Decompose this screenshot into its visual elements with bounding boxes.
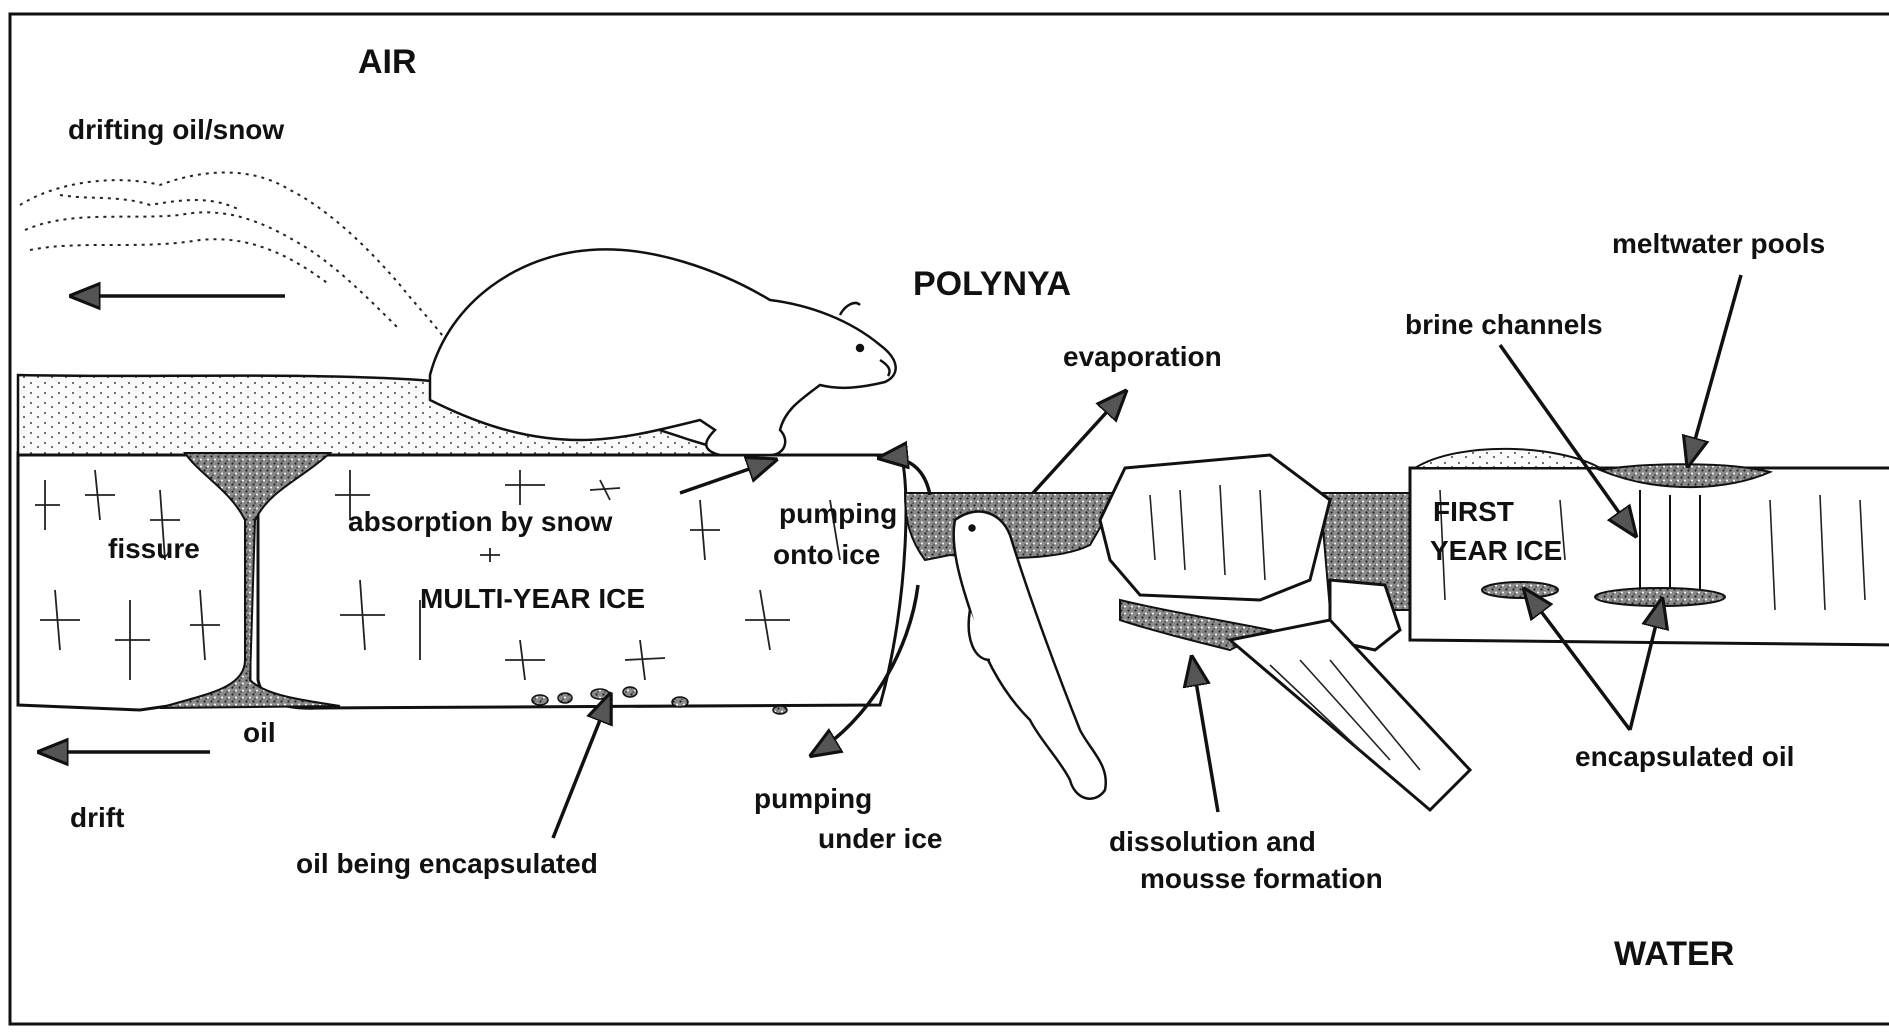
label-dissolution-2: mousse formation [1140,863,1383,894]
label-brine-channels: brine channels [1405,309,1603,340]
label-oil: oil [243,717,276,748]
label-polynya: POLYNYA [913,265,1071,303]
label-water: WATER [1614,935,1734,973]
label-pumping-under-1: pumping [754,783,872,814]
label-pumping-under-2: under ice [818,823,942,854]
label-absorption-by-snow: absorption by snow [348,506,613,537]
label-fissure: fissure [108,533,200,564]
oil-encapsulated-arrow [553,695,610,838]
label-drift: drift [70,802,124,833]
label-evaporation: evaporation [1063,341,1222,372]
drifting-oil-snow-cloud [20,173,445,341]
label-first-year-1: FIRST [1433,496,1514,527]
dissolution-arrow [1192,658,1218,812]
label-first-year-2: YEAR ICE [1430,535,1562,566]
label-pumping-onto-2: onto ice [773,539,880,570]
encapsulated-oil-pocket-1 [1482,582,1558,598]
evaporation-arrow [1033,392,1125,493]
label-oil-being-encapsulated: oil being encapsulated [296,848,598,879]
label-meltwater-pools: meltwater pools [1612,228,1825,259]
first-year-snow [1415,449,1600,468]
label-air: AIR [358,43,417,81]
label-drifting-oil-snow: drifting oil/snow [68,114,284,145]
multi-year-ice-left [18,453,906,710]
label-multi-year-ice: MULTI-YEAR ICE [420,583,645,614]
polar-bear [430,249,896,455]
label-encapsulated-oil: encapsulated oil [1575,741,1794,772]
meltwater-arrow [1688,275,1741,465]
label-pumping-onto-1: pumping [779,498,897,529]
label-dissolution-1: dissolution and [1109,826,1316,857]
